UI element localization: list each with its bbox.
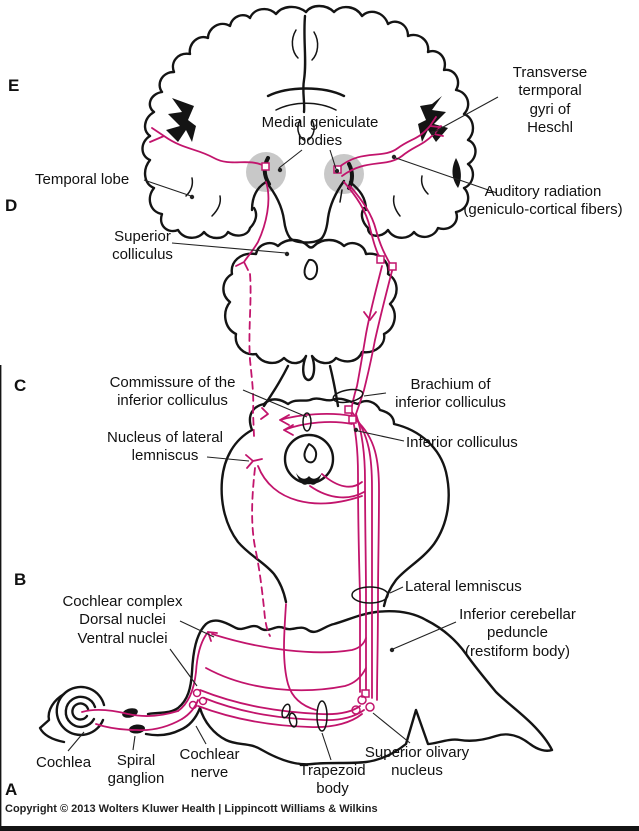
label-cochlea: Cochlea xyxy=(36,754,92,771)
inferior-colliculus-ring xyxy=(283,433,335,485)
lateral-fissure-left xyxy=(166,98,196,142)
section-letter-b: B xyxy=(14,570,27,589)
spiral-ganglion-mark-lower xyxy=(129,724,145,734)
bottom-border-bar xyxy=(0,826,639,831)
label-cochlear-nerve: Cochlear nerve xyxy=(179,746,240,782)
section-letter-a: A xyxy=(5,780,18,799)
leader-lines xyxy=(67,96,499,761)
pons-section xyxy=(220,397,450,608)
superior-olivary-cells xyxy=(357,695,367,705)
midline-crossing-ring-1 xyxy=(281,703,291,719)
synapse-square-ic-1 xyxy=(344,405,353,414)
synapse-square-midbrain-2 xyxy=(388,262,397,271)
label-cochlear-complex: Cochlear complex Dorsal nuclei Ventral n… xyxy=(62,593,183,647)
cerebral-aqueduct-midbrain xyxy=(303,258,319,281)
label-trapezoid-body: Trapezoid body xyxy=(299,762,366,798)
synapse-square-mgb-left xyxy=(261,162,270,171)
interhemispheric-fissure xyxy=(302,14,307,114)
anatomy-markers xyxy=(281,388,389,732)
cochlea-spiral-outer xyxy=(55,685,106,737)
copyright-text: Copyright © 2013 Wolters Kluwer Health |… xyxy=(5,803,378,815)
section-letter-e: E xyxy=(8,76,20,95)
label-superior-olivary-nucleus: Superior olivary nucleus xyxy=(364,744,470,780)
brachium-marker xyxy=(332,388,364,404)
section-letter-c: C xyxy=(14,376,27,395)
cochlea-structure xyxy=(38,685,145,744)
trapezoid-body-marker xyxy=(316,700,328,732)
label-brachium-inferior-colliculus: Brachium of inferior colliculus xyxy=(395,376,506,412)
lateral-lemniscus-marker xyxy=(351,586,389,604)
auditory-pathway-fibers xyxy=(81,116,444,732)
label-commissure-inferior-colliculus: Commissure of the inferior colliculus xyxy=(109,374,236,410)
medulla-section xyxy=(144,610,554,766)
label-inferior-colliculus: Inferior colliculus xyxy=(406,434,518,451)
label-temporal-lobe: Temporal lobe xyxy=(35,171,130,188)
midline-crossing-ring-2 xyxy=(288,712,298,728)
commissure-marker xyxy=(302,412,312,432)
label-auditory-radiation: Auditory radiation (geniculo-cortical fi… xyxy=(463,183,623,219)
ventral-cochlear-nucleus-cells xyxy=(192,688,202,698)
label-transverse-temporal-gyri: Transverse termporal gyri of Heschl xyxy=(512,64,588,136)
label-spiral-ganglion: Spiral ganglion xyxy=(107,752,165,788)
synapse-square-ic-2 xyxy=(348,415,357,424)
label-medial-geniculate-bodies: Medial geniculate bodies xyxy=(261,114,379,150)
synapse-square-midbrain-1 xyxy=(376,255,385,264)
label-lateral-lemniscus: Lateral lemniscus xyxy=(405,578,522,595)
label-superior-colliculus: Superior colliculus xyxy=(112,228,173,264)
midbrain-section xyxy=(222,238,398,382)
label-nucleus-lateral-lemniscus: Nucleus of lateral lemniscus xyxy=(107,429,223,465)
label-inferior-cerebellar-peduncle: Inferior cerebellar peduncle (restiform … xyxy=(459,606,576,660)
section-letter-d: D xyxy=(5,196,18,215)
cerebral-aqueduct-pons xyxy=(303,443,318,464)
